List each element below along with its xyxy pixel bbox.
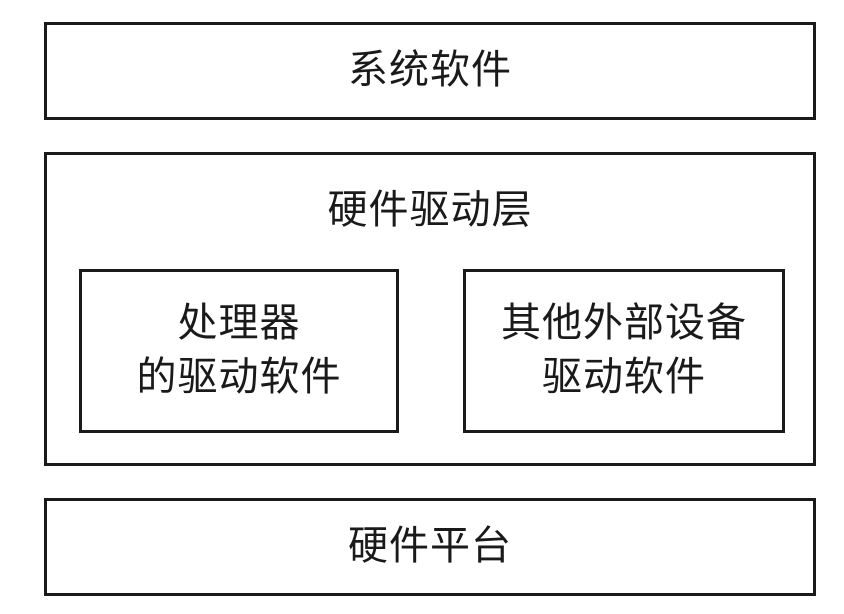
processor-driver-line1: 处理器 — [177, 300, 301, 346]
hardware-driver-layer-label: 硬件驱动层 — [327, 187, 533, 233]
processor-driver-box: 处理器 的驱动软件 — [79, 269, 399, 433]
system-software-box: 系统软件 — [44, 22, 816, 120]
hardware-platform-label: 硬件平台 — [348, 523, 512, 569]
hardware-platform-box: 硬件平台 — [44, 498, 816, 596]
hardware-driver-layer-box: 硬件驱动层 处理器 的驱动软件 其他外部设备 驱动软件 — [44, 152, 816, 466]
system-software-label: 系统软件 — [348, 47, 512, 93]
processor-driver-line2: 的驱动软件 — [136, 354, 342, 400]
peripheral-driver-line1: 其他外部设备 — [501, 300, 747, 346]
peripheral-driver-line2: 驱动软件 — [542, 354, 706, 400]
peripheral-driver-box: 其他外部设备 驱动软件 — [463, 269, 785, 433]
